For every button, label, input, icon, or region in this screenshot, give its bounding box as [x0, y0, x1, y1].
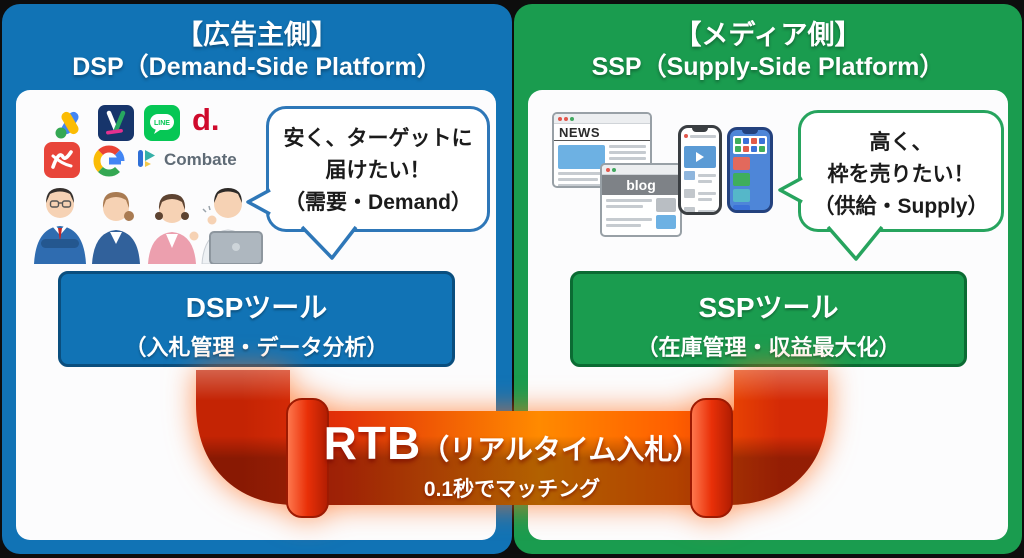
dsp-tool-title: DSPツール [185, 292, 328, 323]
bubble-line: 枠を売りたい！ [827, 162, 975, 186]
bubble-line: （供給・Supply） [813, 194, 989, 218]
window-dot-icon [570, 116, 574, 121]
advertiser-side-label: 【広告主側】 [176, 20, 338, 50]
video-player [684, 146, 716, 168]
ssp-tool-subtitle: （在庫管理・収益最大化） [636, 335, 901, 360]
advertiser-people-illustration [34, 188, 263, 264]
window-dot-icon [606, 167, 610, 172]
browser-toolbar [602, 165, 680, 175]
ssp-tool-title: SSPツール [698, 292, 839, 323]
bubble-line: （需要・Demand） [284, 190, 472, 214]
blog-site-title: blog [602, 175, 680, 195]
bubble-line: 安く、ターゲットに [283, 127, 473, 150]
ssp-tool-box: SSPツール （在庫管理・収益最大化） [570, 271, 967, 367]
smartphone-apps [727, 127, 773, 213]
advertiser-panel: 【広告主側】 DSP（Demand-Side Platform） [2, 4, 512, 554]
rtb-title-paren: （リアルタイム入札） [421, 434, 701, 465]
pipe-flange-left [286, 398, 329, 518]
docomo-d-icon: d. [192, 102, 220, 137]
ssp-platform-label: SSP（Supply-Side Platform） [591, 53, 945, 81]
app-dot-icon [684, 134, 688, 138]
line-icon: LINE [144, 105, 180, 141]
pipe-flange-right [690, 398, 733, 518]
google-ads-icon [52, 106, 88, 142]
play-icon [696, 152, 704, 162]
rtb-title: RTB [323, 417, 422, 469]
google-g-icon [92, 144, 126, 178]
media-panel: 【メディア側】 SSP（Supply-Side Platform） NEWS [514, 4, 1022, 554]
vpoint-icon [98, 105, 134, 141]
news-site-title: NEWS [554, 124, 650, 141]
bubble-line: 届けたい！ [325, 158, 431, 182]
dsp-tool-box: DSPツール （入札管理・データ分析） [58, 271, 455, 367]
phone-notch [742, 130, 758, 134]
blog-site-window: blog [600, 163, 682, 237]
combate-icon [136, 148, 158, 170]
media-side-label: 【メディア側】 [674, 20, 862, 50]
window-dot-icon [558, 116, 562, 121]
line-logo-text: LINE [154, 120, 170, 127]
phone-notch [692, 128, 708, 132]
window-dot-icon [612, 167, 616, 172]
combate-label: Combate [164, 150, 237, 169]
advertiser-speech-bubble: 安く、ターゲットに 届けたい！ （需要・Demand） [266, 106, 490, 232]
dsp-platform-label: DSP（Demand-Side Platform） [72, 53, 442, 81]
bubble-line: 高く、 [869, 131, 933, 154]
window-dot-icon [564, 116, 568, 121]
smartphone-video [678, 125, 722, 215]
rtb-subtitle: 0.1秒でマッチング [423, 478, 601, 501]
media-speech-bubble: 高く、 枠を売りたい！ （供給・Supply） [798, 110, 1004, 232]
red-app-icon [44, 142, 80, 178]
dsp-tool-subtitle: （入札管理・データ分析） [124, 335, 389, 360]
browser-toolbar [554, 114, 650, 124]
rtb-label-block: RTB（リアルタイム入札） 0.1秒でマッチング [297, 416, 727, 503]
